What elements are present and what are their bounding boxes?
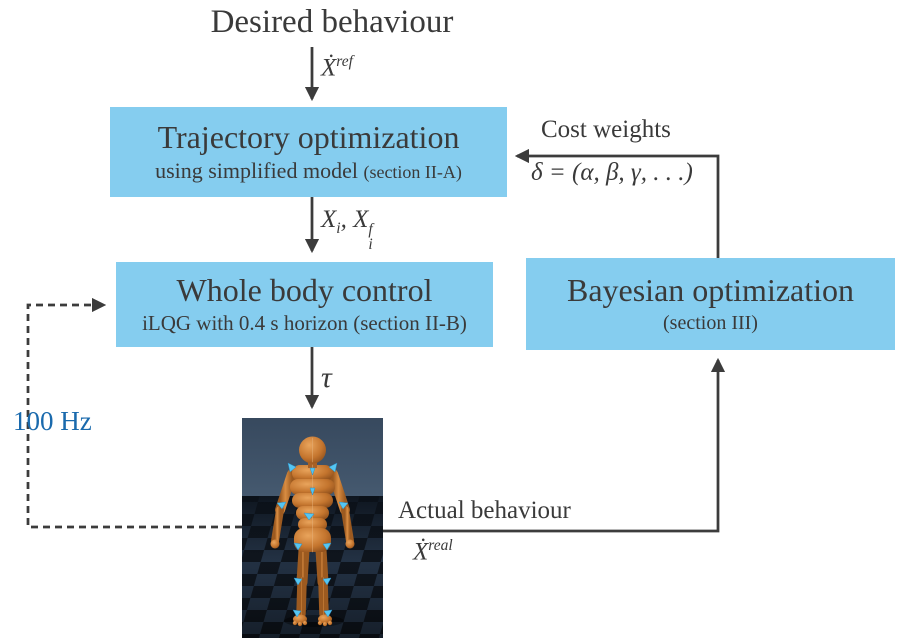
actual-signal-label: Ẋreal <box>413 537 453 566</box>
robot-shadow <box>284 615 344 627</box>
node-trajectory-subtitle: using simplified model (section II-A) <box>155 158 462 184</box>
diagram-title: Desired behaviour <box>210 4 454 40</box>
torque-label: τ <box>321 361 332 394</box>
feedback-rate-label: 100 Hz <box>13 406 92 436</box>
node-whole-body-title: Whole body control <box>176 272 433 309</box>
actual-behaviour-label: Actual behaviour <box>398 497 571 524</box>
robot-joint-arrows <box>276 462 349 618</box>
robot-figure <box>270 436 355 627</box>
robot-render <box>242 418 383 638</box>
node-trajectory-optimization: Trajectory optimization using simplified… <box>110 107 507 197</box>
node-bayesian-optimization: Bayesian optimization (section III) <box>526 258 895 350</box>
robot-image <box>242 418 383 638</box>
node-whole-body-subtitle: iLQG with 0.4 s horizon (section II-B) <box>142 311 467 336</box>
cost-weights-formula: δ = (α, β, γ, . . .) <box>531 159 693 186</box>
node-whole-body-control: Whole body control iLQG with 0.4 s horiz… <box>116 262 493 347</box>
node-bayesian-title: Bayesian optimization <box>566 272 855 309</box>
cost-weights-label: Cost weights <box>541 116 671 143</box>
node-trajectory-title: Trajectory optimization <box>157 119 460 156</box>
reference-signal-label: Ẋref <box>321 53 353 82</box>
node-bayesian-subtitle: (section III) <box>663 312 758 335</box>
